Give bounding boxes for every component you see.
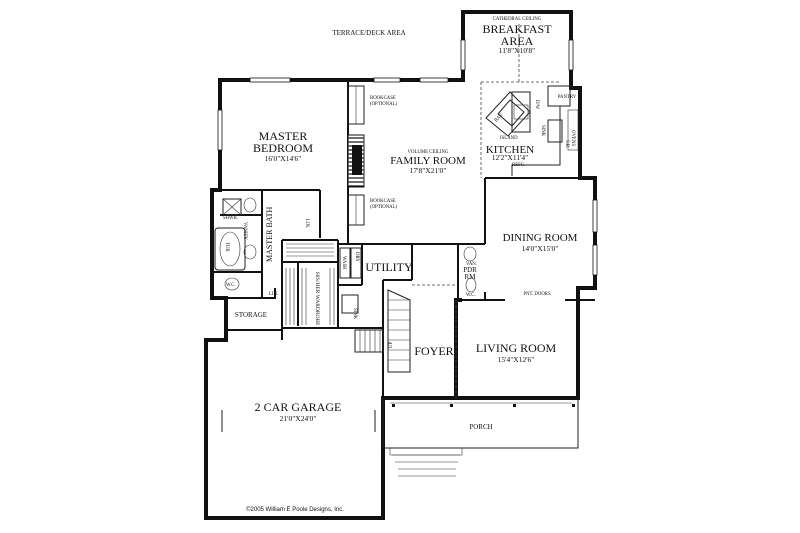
storage-label: STORAGE [235, 311, 267, 319]
cathedral-label: CATHEDRAL CEILING [493, 17, 542, 22]
pantry-label: PANTRY [558, 95, 577, 100]
stairs-up-label: UP [389, 342, 394, 348]
foyer-label: FOYER [414, 344, 453, 358]
garage-label: 2 CAR GARAGE [255, 400, 342, 414]
ovens-label: OVENS [570, 130, 575, 146]
terrace-label: TERRACE/DECK AREA [332, 29, 405, 37]
family-room-label: FAMILY ROOM [390, 155, 466, 167]
sink-label: SINK [540, 125, 545, 137]
garage-door-marks [221, 410, 376, 432]
vanity-pdr-label: VAN. [466, 262, 477, 267]
breakfast-dimension: 11'8"X10'8" [499, 46, 535, 55]
wash-label: WASH [341, 256, 346, 270]
master-bedroom-dimension: 16'0"X14'6" [265, 154, 302, 163]
bookcase-top-label-1: BOOKCASE [370, 96, 396, 101]
copyright-text: ©2005 William E Poole Designs, Inc. [246, 506, 344, 513]
refg-label: REFG. [512, 163, 525, 168]
room-labels: TERRACE/DECK AREA CATHEDRAL CEILING BREA… [223, 17, 578, 513]
bookcases [347, 85, 365, 226]
powder-room-label-2: RM [465, 273, 477, 281]
fireplace [347, 134, 365, 188]
master-bath-label: MASTER BATH [265, 206, 274, 262]
dining-room-label: DINING ROOM [503, 232, 578, 244]
master-bedroom-label-1: MASTER [259, 129, 308, 143]
family-room-dimension: 17'8"X21'0" [410, 166, 447, 175]
living-room-label: LIVING ROOM [476, 341, 557, 355]
bookcase-bottom-label-1: BOOKCASE [370, 199, 396, 204]
wardrobe-label: HIS/HER WARDROBE [314, 272, 320, 326]
breakfast-label-1: BREAKFAST [482, 22, 552, 36]
dining-room-dimension: 14'0"X15'0" [522, 244, 559, 253]
stairs [354, 289, 411, 373]
garage-dimension: 21'0"X24'0" [280, 414, 317, 423]
master-bedroom-label-2: BEDROOM [253, 141, 313, 155]
dashed-lines [412, 24, 560, 398]
porch-label: PORCH [469, 423, 492, 431]
wc-label-1: W.C. [226, 283, 236, 288]
kitchen-fixtures [485, 85, 579, 176]
dw-label: D/W [534, 100, 539, 110]
powder-room-label-1: PDR [463, 266, 477, 274]
linen-label-1: LIN. [304, 219, 309, 228]
island-label: ISLAND [500, 136, 518, 141]
bookcase-bottom-label-2: (OPTIONAL) [370, 205, 398, 210]
vanity-label: VANITY [242, 222, 247, 240]
porch [382, 398, 579, 477]
shower-label: SHWR. [223, 216, 238, 221]
sr-label: S.R. [564, 140, 569, 148]
breakfast-label-2: AREA [501, 34, 534, 48]
wc-label-2: W.C. [466, 293, 476, 298]
kitchen-dimension: 12'2"X11'4" [492, 153, 528, 162]
sink-label-2: SINK [352, 308, 357, 320]
closet-fixtures [285, 243, 362, 325]
living-room-dimension: 15'4"X12'6" [498, 355, 535, 364]
dry-label: DRY [354, 252, 359, 262]
pnt-doors-label: PNT. DOORS [523, 292, 551, 297]
utility-label: UTILITY [365, 260, 413, 274]
linen-label-2: LIN. [269, 292, 278, 297]
windows [217, 39, 598, 276]
kitchen-label: KITCHEN [486, 144, 534, 156]
bath-fixtures [214, 197, 477, 293]
bookcase-top-label-2: (OPTIONAL) [370, 102, 398, 107]
volume-ceiling-label: VOLUME CEILING [408, 150, 449, 155]
tub-label: TUB [224, 242, 229, 252]
bar-label: BAR [494, 112, 505, 123]
